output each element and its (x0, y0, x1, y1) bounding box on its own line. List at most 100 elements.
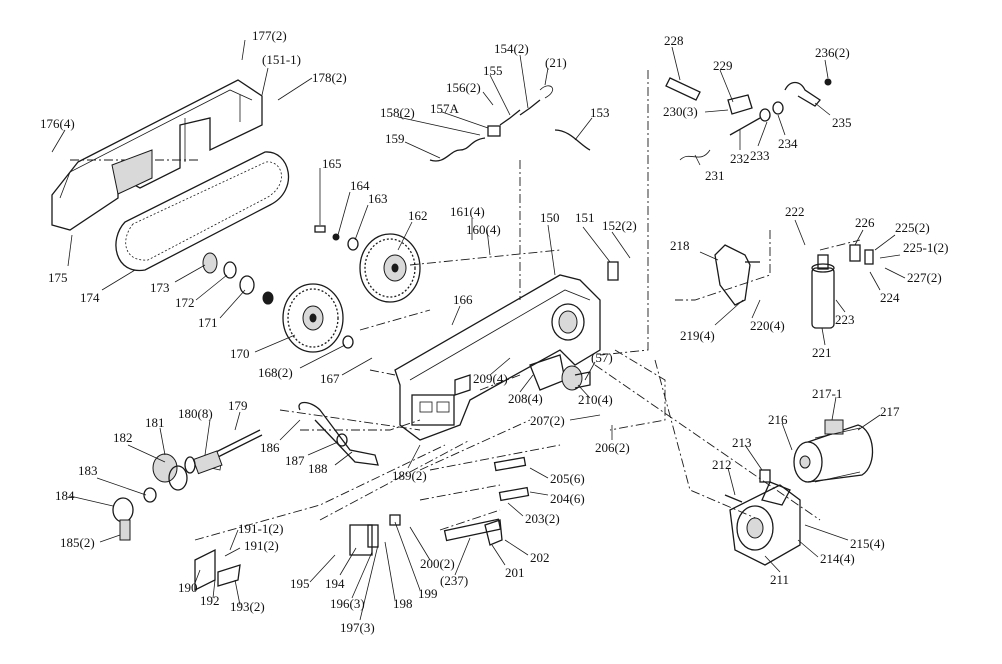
label-194: 194 (325, 576, 345, 591)
label-212: 212 (712, 457, 732, 472)
label-154: 154(2) (494, 41, 529, 56)
label-193: 193(2) (230, 599, 265, 614)
label-218: 218 (670, 238, 690, 253)
label-220: 220(4) (750, 318, 785, 333)
label-224: 224 (880, 290, 900, 305)
label-207: 207(2) (530, 413, 565, 428)
label-225-1: 225-1(2) (903, 240, 949, 255)
label-201: 201 (505, 565, 525, 580)
label-164: 164 (350, 178, 370, 193)
label-160: 160(4) (466, 222, 501, 237)
pulley-162 (314, 225, 421, 303)
handle-and-screw (112, 401, 379, 541)
cable-and-switch (429, 85, 619, 281)
label-166: 166 (453, 292, 473, 307)
label-205: 205(6) (550, 471, 585, 486)
label-213: 213 (732, 435, 752, 450)
label-223: 223 (835, 312, 855, 327)
label-214: 214(4) (820, 551, 855, 566)
label-206: 206(2) (595, 440, 630, 455)
label-192: 192 (200, 593, 220, 608)
label-188: 188 (308, 461, 328, 476)
label-165: 165 (322, 156, 342, 171)
label-155: 155 (483, 63, 503, 78)
label-187: 187 (285, 453, 305, 468)
label-152: 152(2) (602, 218, 637, 233)
label-180: 180(8) (178, 406, 213, 421)
label-228: 228 (664, 33, 684, 48)
label-170: 170 (230, 346, 250, 361)
label-184: 184 (55, 488, 75, 503)
label-183: 183 (78, 463, 98, 478)
label-202: 202 (530, 550, 550, 565)
label-191: 191(2) (244, 538, 279, 553)
label-216: 216 (768, 412, 788, 427)
label-167: 167 (320, 371, 340, 386)
label-217: 217 (880, 404, 900, 419)
label-235: 235 (832, 115, 852, 130)
label-153: 153 (590, 105, 610, 120)
label-186: 186 (260, 440, 280, 455)
label-219: 219(4) (680, 328, 715, 343)
label-197: 197(3) (340, 620, 375, 635)
label-182: 182 (113, 430, 133, 445)
label-178: 178(2) (312, 70, 347, 85)
motor-217 (793, 419, 874, 483)
bracket-190 (194, 548, 241, 592)
label-208: 208(4) (508, 391, 543, 406)
label-204: 204(6) (550, 491, 585, 506)
label-198: 198 (393, 596, 413, 611)
label-159: 159 (385, 131, 405, 146)
assembly-lines (70, 70, 861, 541)
label-222: 222 (785, 204, 805, 219)
label-211: 211 (770, 572, 789, 587)
gearbox-211 (724, 469, 801, 566)
motor-pulley-stack (202, 252, 274, 305)
label-21: (21) (545, 55, 567, 70)
label-203: 203(2) (525, 511, 560, 526)
blade-guide-parts (349, 354, 591, 556)
label-161: 161(4) (450, 204, 485, 219)
label-177: 177(2) (252, 28, 287, 43)
label-189: 189(2) (392, 468, 427, 483)
label-171: 171 (198, 315, 218, 330)
label-162: 162 (408, 208, 428, 223)
bracket-218 (714, 244, 760, 306)
label-173: 173 (150, 280, 170, 295)
part-labels: 177(2) (151-1) 178(2) 176(4) 175 174 173… (40, 28, 949, 635)
label-174: 174 (80, 290, 100, 305)
label-151: 151 (575, 210, 595, 225)
label-237: (237) (440, 573, 468, 588)
label-234: 234 (778, 136, 798, 151)
label-172: 172 (175, 295, 195, 310)
label-231: 231 (705, 168, 725, 183)
frame-150 (394, 274, 601, 441)
label-232: 232 (730, 151, 750, 166)
label-233: 233 (750, 148, 770, 163)
label-225: 225(2) (895, 220, 930, 235)
label-215: 215(4) (850, 536, 885, 551)
label-190: 190 (178, 580, 198, 595)
label-236: 236(2) (815, 45, 850, 60)
label-191-1: 191-1(2) (238, 521, 284, 536)
label-156: 156(2) (446, 80, 481, 95)
label-226: 226 (855, 215, 875, 230)
label-200: 200(2) (420, 556, 455, 571)
label-157A: 157A (430, 101, 460, 116)
label-217-1: 217-1 (812, 386, 842, 401)
label-227: 227(2) (907, 270, 942, 285)
label-175: 175 (48, 270, 68, 285)
tension-assembly (665, 77, 832, 161)
label-210: 210(4) (578, 392, 613, 407)
label-230: 230(3) (663, 104, 698, 119)
leader-lines (51, 39, 906, 621)
label-181: 181 (145, 415, 165, 430)
label-229: 229 (713, 58, 733, 73)
label-158: 158(2) (380, 105, 415, 120)
label-221: 221 (812, 345, 832, 360)
pulley-cover-175 (51, 79, 263, 231)
label-163: 163 (368, 191, 388, 206)
label-150: 150 (540, 210, 560, 225)
belt-174 (115, 151, 290, 272)
